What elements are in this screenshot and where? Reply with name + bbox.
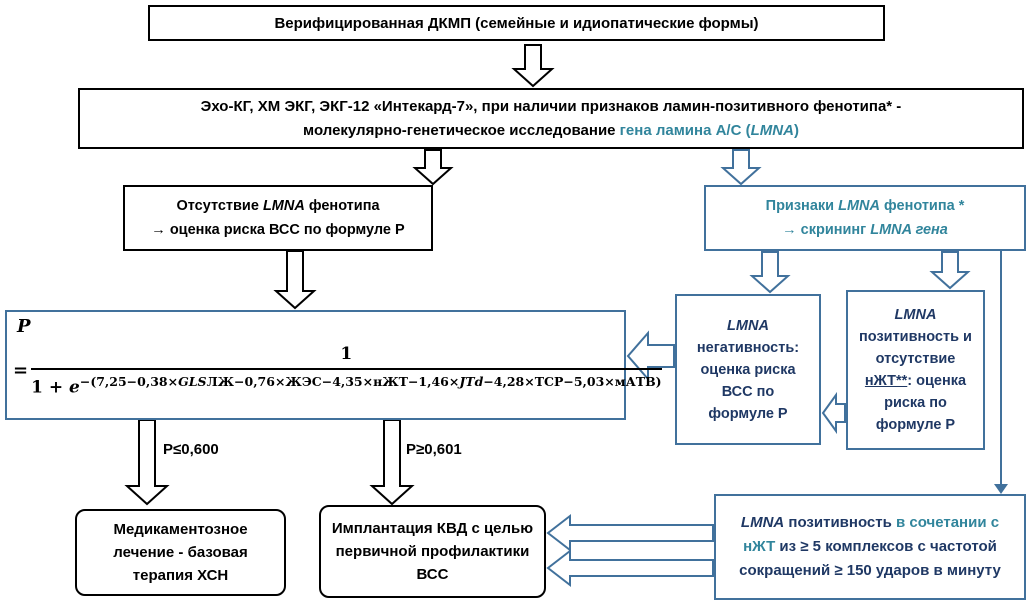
node-screening: Эхо-КГ, ХМ ЭКГ, ЭКГ-12 «Интекард-7», при… [78, 88, 1024, 149]
arrow-formula-to-icd [369, 419, 415, 506]
lmna-gene-label: LMNA [740, 514, 785, 531]
node-lmna-positive-with-nvt: LMNA позитивность в сочетании с нЖТ из ≥… [714, 494, 1026, 600]
formula-denominator: 1 + e−(7,25−0,38×GLSЛЖ−0,76×ЖЭС−4,35×нЖТ… [31, 374, 662, 398]
arrow-formula-to-medical [124, 419, 170, 506]
formula-numerator: 1 [31, 344, 662, 370]
nvt-label: нЖТ** [864, 373, 908, 389]
nvt-emphasis: в сочетании с нЖТ [743, 514, 1000, 555]
arrow-lmna-vt-to-icd-bottom [546, 548, 714, 588]
lmna-gene-label: LMNA [727, 317, 769, 334]
arrow-screening-to-no-lmna [412, 149, 454, 186]
arrow-screening-to-lmna-signs [720, 149, 762, 186]
formula-fraction: = 1 1 + e−(7,25−0,38×GLSЛЖ−0,76×ЖЭС−4,35… [13, 344, 662, 398]
arrow-no-lmna-to-formula [273, 250, 317, 310]
node-verified-dcmp-label: Верифицированная ДКМП (семейные и идиопа… [274, 14, 759, 32]
node-medical-therapy: Медикаментозное лечение - базовая терапи… [75, 509, 286, 596]
formula-equals: = [13, 360, 29, 382]
arrow-lmna-vt-to-icd-top [546, 513, 714, 553]
node-screening-line1: Эхо-КГ, ХМ ЭКГ, ЭКГ-12 «Интекард-7», при… [200, 97, 902, 115]
arrow-signs-to-lmna-positive [929, 251, 971, 290]
arrow-signs-to-lmna-negative [749, 251, 791, 294]
arrow-lmna-positive-to-negative [821, 391, 846, 435]
arrow-top-to-screening [511, 44, 555, 88]
node-lmna-positive-no-nvt: LMNA позитивность и отсутствие нЖТ**: оц… [846, 290, 985, 450]
lmna-gene-label: LMNA [838, 198, 880, 214]
node-lmna-phenotype-signs: Признаки LMNA фенотипа * → скрининг LMNA… [704, 185, 1026, 251]
lmna-gene-label: LMNA [262, 198, 305, 214]
node-lmna-negative: LMNA негативность: оценка риска ВСС по ф… [675, 294, 821, 445]
connector-arrowhead [994, 484, 1008, 494]
formula-p-symbol: Р [17, 316, 31, 337]
label-p-high: Р≥0,601 [406, 441, 462, 458]
lmna-gene-label: LMNA [894, 307, 937, 323]
formula-exponent: −(7,25−0,38×GLSЛЖ−0,76×ЖЭС−4,35×нЖТ−1,46… [79, 374, 662, 389]
node-screening-line2: молекулярно-генетическое исследование ге… [303, 121, 799, 139]
lmna-gene-label: LMNA [750, 121, 794, 139]
lmna-gene-label: LMNA гена [870, 222, 948, 238]
node-risk-formula: Р = 1 1 + e−(7,25−0,38×GLSЛЖ−0,76×ЖЭС−4,… [5, 310, 662, 420]
label-p-low: Р≤0,600 [163, 441, 219, 458]
node-verified-dcmp: Верифицированная ДКМП (семейные и идиопа… [148, 5, 885, 41]
node-icd-implant: Имплантация КВД с целью первичной профил… [319, 505, 546, 598]
node-no-lmna-phenotype: Отсутствие LMNA фенотипа → оценка риска … [123, 185, 433, 251]
